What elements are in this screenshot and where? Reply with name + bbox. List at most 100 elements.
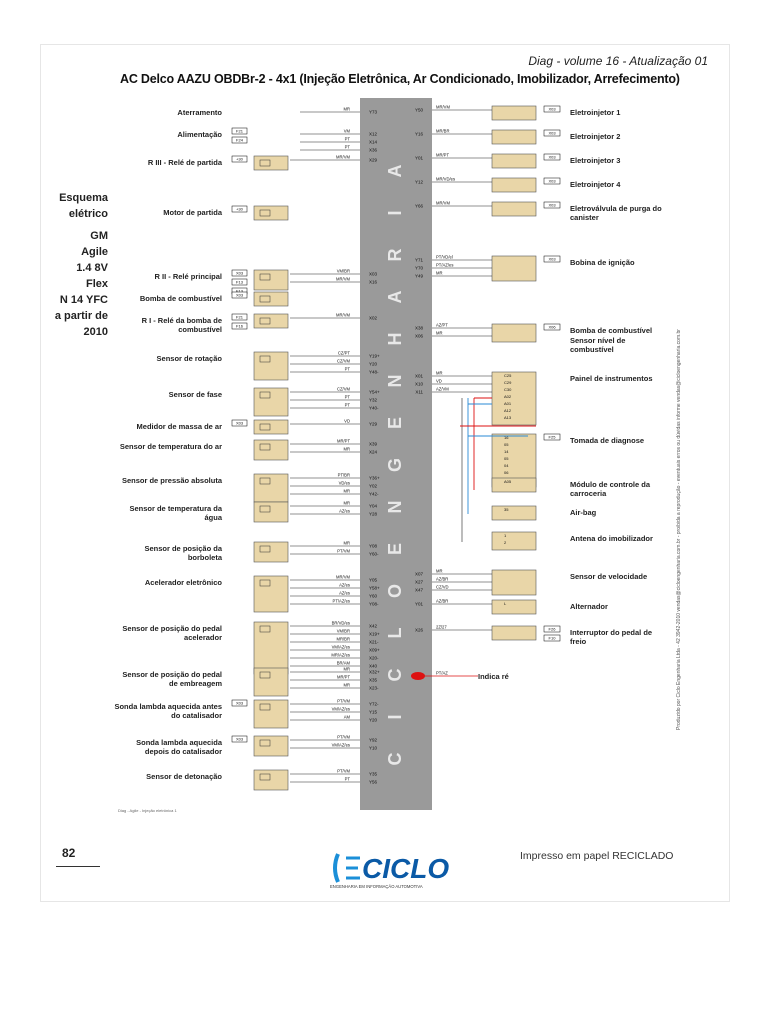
ecm-pin-label: Y32 bbox=[369, 398, 378, 403]
ecm-pin-label: Y49 bbox=[415, 274, 424, 279]
left-component-label: Medidor de massa de ar bbox=[136, 422, 222, 431]
right-component-box bbox=[491, 255, 537, 282]
fuse-tag-label: X03 bbox=[236, 737, 244, 742]
wire-color-label: VM/BR bbox=[337, 269, 350, 274]
right-component-label: Indica ré bbox=[478, 672, 509, 681]
right-component-label: Bomba de combustível bbox=[570, 326, 653, 335]
right-component-label: Bobina de ignição bbox=[570, 258, 635, 267]
ecm-pin-label: X27 bbox=[415, 580, 424, 585]
wire-color-label: MR bbox=[343, 489, 350, 494]
left-component-box bbox=[253, 155, 289, 171]
component-symbol bbox=[259, 703, 271, 711]
fuse-tag-label: F25 bbox=[549, 435, 557, 440]
wire-color-label: MR bbox=[436, 331, 443, 336]
component-pin-label: 1 bbox=[504, 533, 507, 538]
component-symbol bbox=[259, 273, 271, 281]
component-symbol bbox=[259, 209, 271, 217]
component-symbol bbox=[259, 625, 271, 633]
ecm-pin-label: X39 bbox=[369, 442, 378, 447]
component-pin-label: A02 bbox=[504, 394, 512, 399]
wire-color-label: MR/PT bbox=[337, 675, 350, 680]
component-pin-label: 06 bbox=[504, 470, 509, 475]
fuse-tag-label: +30 bbox=[236, 157, 244, 162]
component-pin-label: 14 bbox=[504, 449, 509, 454]
wire-color-label: AZ/PT bbox=[436, 323, 448, 328]
ecm-pin-label: X06 bbox=[415, 334, 424, 339]
wire-color-label: VM bbox=[344, 129, 351, 134]
component-symbol bbox=[259, 317, 271, 325]
wire-color-label: PT/VD/el bbox=[436, 255, 453, 260]
left-component-box bbox=[253, 313, 289, 329]
wire-color-label: MR/BR bbox=[337, 637, 351, 642]
wire-color-label: AZ/es bbox=[339, 583, 350, 588]
component-symbol bbox=[259, 773, 271, 781]
ciclo-logo-mark: CICLO ENGENHARIA EM INFORMAÇÃO AUTOMOTIV… bbox=[330, 853, 449, 889]
wire-color-label: CZ/PT bbox=[338, 351, 351, 356]
wire-color-label: MR bbox=[343, 447, 350, 452]
ecm-pin-label: Y02 bbox=[369, 484, 378, 489]
fuse-tag bbox=[231, 419, 248, 427]
wire-color-label: PT/AZ/es bbox=[436, 263, 453, 268]
fuse-tag bbox=[543, 129, 561, 137]
ecm-pin-label: Y20 bbox=[369, 718, 378, 723]
right-component-box bbox=[491, 477, 537, 493]
ecm-pin-label: X09+ bbox=[369, 648, 380, 653]
ecm-pin-label: Y35 bbox=[369, 772, 378, 777]
left-component-label: R II - Relé principal bbox=[154, 272, 222, 281]
left-component-box bbox=[253, 387, 289, 417]
fuse-tag-label: X03 bbox=[236, 421, 244, 426]
wire-color-label: MR/VM bbox=[336, 313, 350, 318]
component-pin-label: A01 bbox=[504, 401, 512, 406]
ecm-pin-label: X35 bbox=[369, 678, 378, 683]
ecm-pin-label: X02 bbox=[369, 316, 378, 321]
ecm-pin-label: X14 bbox=[369, 140, 378, 145]
fuse-tag-label: X03 bbox=[236, 271, 244, 276]
fuse-tag bbox=[543, 323, 561, 331]
fuse-tag bbox=[543, 634, 561, 642]
right-component-label: Painel de instrumentos bbox=[570, 374, 653, 383]
reverse-pin-marker bbox=[411, 672, 425, 680]
component-pin-label: C29 bbox=[504, 380, 512, 385]
wire-color-label: VM/AZ/es bbox=[332, 645, 350, 650]
left-component-box bbox=[253, 269, 289, 291]
ecm-pin-label: Y28 bbox=[369, 512, 378, 517]
right-component-label: Antena do imobilizador bbox=[570, 534, 653, 543]
wire-color-label: PT bbox=[345, 367, 351, 372]
wire-color-label: CZ/VD bbox=[436, 585, 449, 590]
wire-color-label: BR/VD/es bbox=[332, 621, 350, 626]
component-symbol bbox=[259, 443, 271, 451]
ecm-pin-label: Y29 bbox=[369, 422, 378, 427]
wire-color-label: CZ/VM bbox=[337, 387, 351, 392]
component-symbol bbox=[259, 159, 271, 167]
component-symbol bbox=[259, 505, 271, 513]
wire-color-label: VM/AZ/es bbox=[332, 707, 350, 712]
left-component-label: Sensor de fase bbox=[168, 390, 222, 399]
wire-color-label: MR/AZ/es bbox=[331, 653, 350, 658]
right-component-label: Sensor de velocidade bbox=[570, 572, 648, 581]
wire-color-label: AZ/BR bbox=[436, 577, 448, 582]
component-pin-label: L bbox=[504, 601, 507, 606]
fuse-tag bbox=[543, 177, 561, 185]
wire-color-label: AZ/es bbox=[339, 591, 350, 596]
ecm-pin-label: Y70 bbox=[415, 266, 424, 271]
fuse-tag bbox=[543, 625, 561, 633]
component-pin-label: C25 bbox=[504, 373, 512, 378]
left-component-box bbox=[253, 541, 289, 563]
ecm-pin-label: X10 bbox=[415, 382, 424, 387]
left-component-label: Aterramento bbox=[177, 108, 222, 117]
ecm-pin-label: Y66 bbox=[415, 204, 424, 209]
ecm-pin-label: Y08- bbox=[369, 602, 379, 607]
component-pin-label: 35 bbox=[504, 507, 509, 512]
ecm-pin-label: X19+ bbox=[369, 632, 380, 637]
ecm-pin-label: X23- bbox=[369, 686, 379, 691]
ecm-pin-label: Y12 bbox=[415, 180, 424, 185]
ecm-pin-label: Y56 bbox=[369, 780, 378, 785]
ecm-pin-label: Y04 bbox=[369, 504, 378, 509]
wire-color-label: AM bbox=[344, 715, 351, 720]
page-number-rule bbox=[56, 866, 100, 867]
fuse-tag bbox=[231, 269, 248, 277]
left-component-label: R III - Relé de partida bbox=[147, 158, 222, 167]
left-component-label: Sonda lambda aquecida depois do catalisa… bbox=[136, 738, 222, 756]
fuse-tag-label: F13 bbox=[236, 289, 244, 294]
